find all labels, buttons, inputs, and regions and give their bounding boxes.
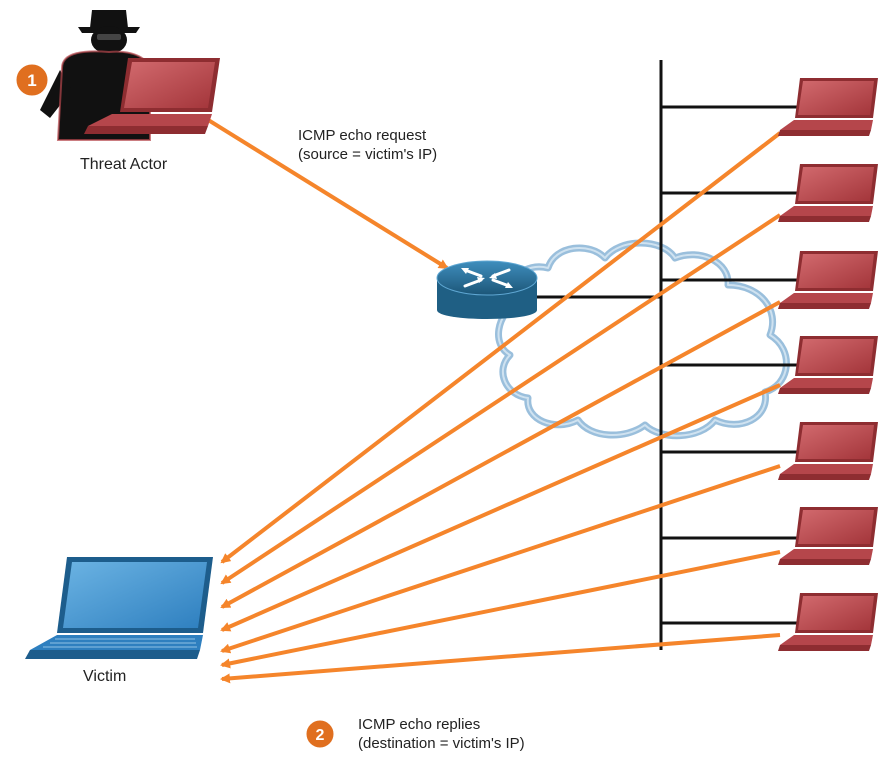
step-2-number: 2 (316, 727, 325, 744)
host-laptops (778, 78, 878, 651)
step-1-number: 1 (27, 71, 36, 90)
echo-replies-label-line1: ICMP echo replies (358, 716, 481, 733)
reply-arrow (220, 131, 782, 564)
network-cloud-icon (495, 239, 790, 440)
victim-label: Victim (83, 668, 127, 685)
step-2-badge (305, 719, 335, 749)
threat-actor-label: Threat Actor (80, 156, 168, 173)
reply-arrow (220, 550, 781, 669)
reply-arrow (220, 633, 781, 684)
echo-reply-arrows (220, 131, 782, 684)
reply-arrow (220, 300, 781, 609)
host-drops (661, 105, 800, 625)
echo-replies-label-line2: (destination = victim's IP) (358, 735, 525, 752)
step-1-badge (15, 63, 49, 97)
host-laptop-icon (778, 164, 878, 222)
host-laptop-icon (778, 78, 878, 136)
host-laptop-icon (778, 507, 878, 565)
host-laptop-icon (778, 336, 878, 394)
echo-request-label-line1: ICMP echo request (298, 127, 427, 144)
victim-laptop-icon (25, 557, 213, 659)
echo-request-arrow (203, 116, 449, 270)
host-laptop-icon (778, 593, 878, 651)
reply-arrow (220, 213, 782, 585)
host-laptop-icon (778, 251, 878, 309)
reply-arrow (220, 464, 781, 654)
reply-arrow (220, 383, 781, 632)
hacker-with-laptop-icon (40, 10, 220, 141)
echo-request-label-line2: (source = victim's IP) (298, 146, 438, 163)
host-laptop-icon (778, 422, 878, 480)
router-icon (436, 260, 538, 319)
